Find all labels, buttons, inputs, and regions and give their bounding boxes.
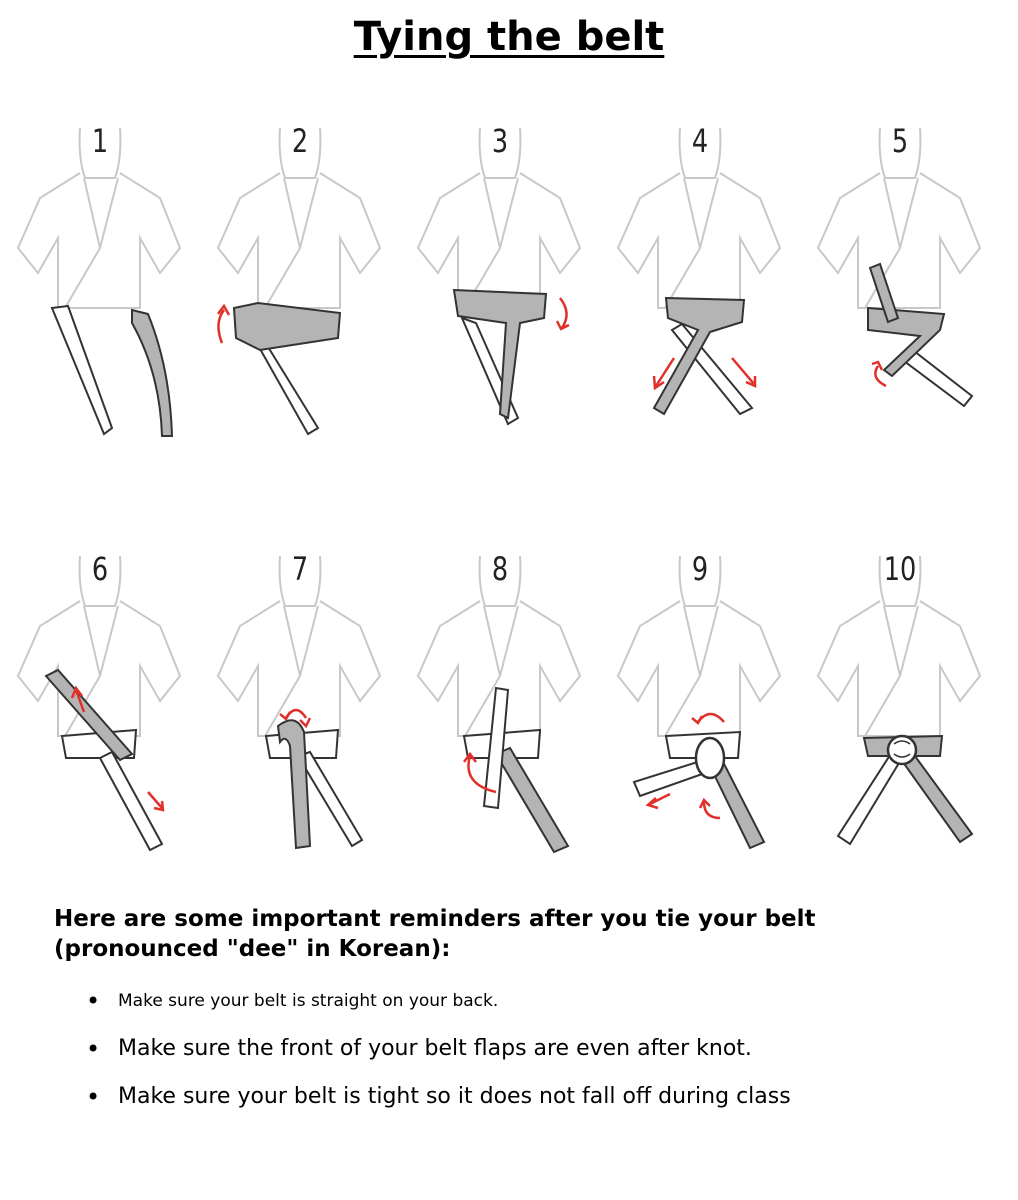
step-7-illustration xyxy=(216,555,382,850)
step-number: 2 xyxy=(291,122,309,160)
step-6: 6 xyxy=(0,546,200,876)
step-5-illustration xyxy=(816,127,982,408)
step-8-illustration xyxy=(416,555,582,854)
step-2: 2 xyxy=(200,118,400,448)
page-title: Tying the belt xyxy=(353,14,665,60)
step-3-illustration xyxy=(416,127,582,426)
step-1-illustration xyxy=(16,127,182,437)
step-number: 5 xyxy=(891,122,909,160)
step-number: 4 xyxy=(691,122,709,160)
step-number: 10 xyxy=(883,550,917,588)
step-6-illustration xyxy=(16,555,182,852)
step-number: 9 xyxy=(691,550,709,588)
step-number: 8 xyxy=(491,550,509,588)
step-10-illustration xyxy=(816,555,982,846)
step-4-illustration xyxy=(616,127,782,416)
list-item: Make sure your belt is straight on your … xyxy=(86,986,986,1034)
step-number: 3 xyxy=(491,122,509,160)
reminders-heading: Here are some important reminders after … xyxy=(54,906,816,962)
list-item: Make sure your belt is tight so it does … xyxy=(86,1082,986,1130)
step-4: 4 xyxy=(600,118,800,448)
step-9: 9 xyxy=(600,546,800,876)
step-8: 8 xyxy=(400,546,600,876)
step-2-illustration xyxy=(216,127,382,436)
step-number: 1 xyxy=(91,122,109,160)
step-number: 7 xyxy=(291,550,309,588)
list-item: Make sure the front of your belt flaps a… xyxy=(86,1034,986,1082)
step-1: 1 xyxy=(0,118,200,448)
step-number: 6 xyxy=(91,550,109,588)
step-9-illustration xyxy=(616,555,782,850)
step-5: 5 xyxy=(800,118,1000,448)
step-3: 3 xyxy=(400,118,600,448)
step-10: 10 xyxy=(800,546,1000,876)
step-7: 7 xyxy=(200,546,400,876)
reminders-list: Make sure your belt is straight on your … xyxy=(86,986,986,1130)
belt-steps-diagram: 1 2 3 xyxy=(0,118,1018,878)
